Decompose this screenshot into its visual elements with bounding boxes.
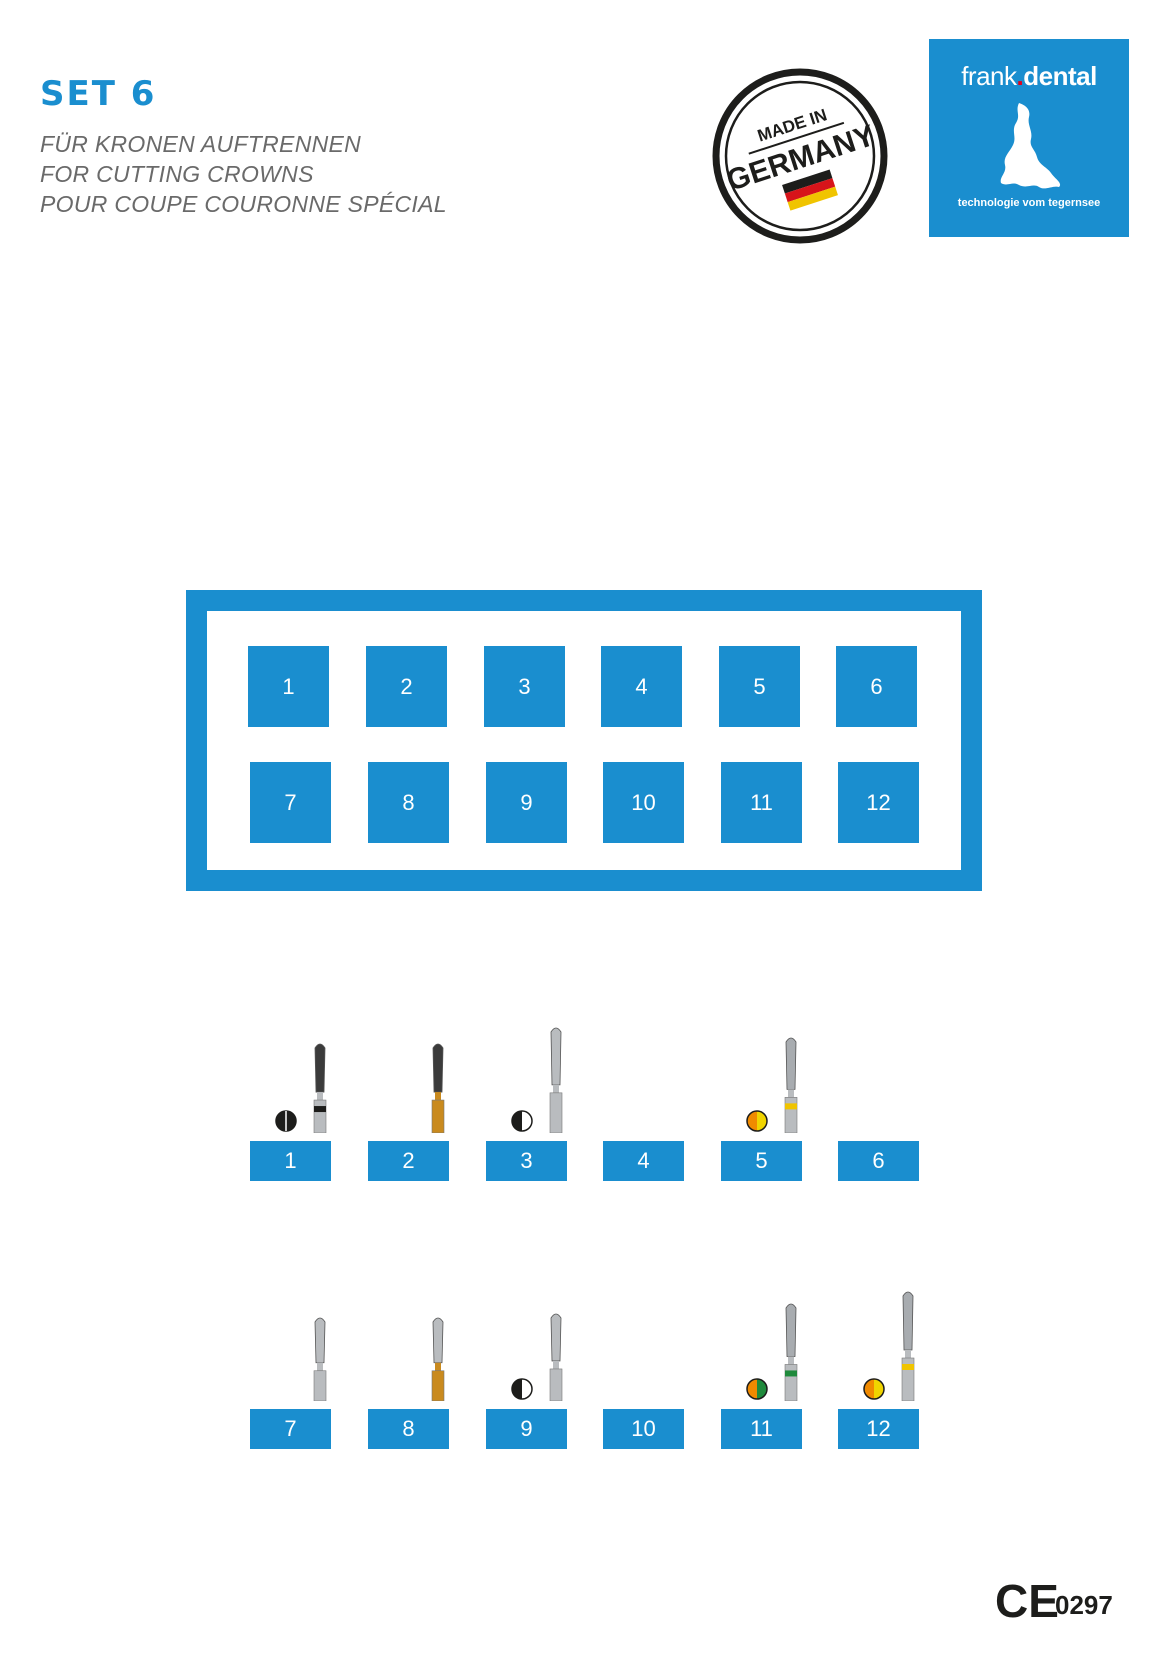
bur-neck — [788, 1089, 794, 1098]
bur-neck — [317, 1362, 323, 1371]
bur-instrument-8 — [431, 1317, 445, 1401]
bur-instrument-11 — [746, 1303, 798, 1401]
instrument-label-11: 11 — [721, 1409, 802, 1449]
bur-neck — [435, 1362, 441, 1371]
bur-shank — [784, 1364, 798, 1401]
speed-indicator-icon — [746, 1378, 768, 1400]
bur-head — [902, 1291, 914, 1351]
instrument-label-8: 8 — [368, 1409, 449, 1449]
instrument-label-1: 1 — [250, 1141, 331, 1181]
bur-instrument-7 — [313, 1317, 327, 1401]
speed-indicator-icon — [863, 1378, 885, 1400]
ce-mark: CE — [995, 1575, 1059, 1627]
bur-color-ring — [314, 1106, 326, 1113]
tray-slot-7: 7 — [250, 762, 331, 843]
tray-slot-11: 11 — [721, 762, 802, 843]
bur-instrument-12 — [863, 1291, 915, 1401]
subtitle-french: POUR COUPE COURONNE SPÉCIAL — [40, 191, 447, 217]
bur-neck — [553, 1360, 559, 1369]
subtitle-german: FÜR KRONEN AUFTRENNEN — [40, 131, 362, 157]
tray-slot-10: 10 — [603, 762, 684, 843]
bur-instrument-3 — [511, 1027, 563, 1133]
bur-shank — [431, 1099, 445, 1133]
instrument-label-9: 9 — [486, 1409, 567, 1449]
bur-color-ring — [785, 1370, 797, 1377]
bur-head — [314, 1043, 326, 1093]
instrument-tray — [186, 590, 982, 891]
ce-notified-body-number: 0297 — [1055, 1590, 1113, 1620]
bur-color-ring — [902, 1364, 914, 1370]
bur-instrument-2 — [431, 1043, 445, 1133]
subtitle-english: FOR CUTTING CROWNS — [40, 161, 314, 187]
bur-shank — [313, 1370, 327, 1401]
tray-slot-6: 6 — [836, 646, 917, 727]
bur-color-ring — [785, 1103, 797, 1110]
tegernsee-lake-icon — [1000, 103, 1061, 189]
tray-slot-9: 9 — [486, 762, 567, 843]
tray-slot-5: 5 — [719, 646, 800, 727]
bur-neck — [905, 1350, 911, 1358]
speed-indicator-icon — [511, 1110, 533, 1132]
bur-neck — [553, 1084, 559, 1093]
tray-slot-8: 8 — [368, 762, 449, 843]
bur-head — [550, 1313, 562, 1362]
instrument-label-2: 2 — [368, 1141, 449, 1181]
speed-indicator-icon — [746, 1110, 768, 1132]
frank-dental-logo: frank.dental technologie vom tegernsee — [929, 39, 1129, 237]
instrument-label-6: 6 — [838, 1141, 919, 1181]
bur-shank — [313, 1099, 327, 1133]
tray-slot-2: 2 — [366, 646, 447, 727]
tray-slot-12: 12 — [838, 762, 919, 843]
bur-shank — [784, 1097, 798, 1133]
bur-head — [785, 1303, 797, 1357]
tray-slot-4: 4 — [601, 646, 682, 727]
bur-head — [550, 1027, 562, 1086]
bur-head — [785, 1037, 797, 1090]
bur-shank — [431, 1370, 445, 1401]
bur-neck — [435, 1092, 441, 1101]
bur-head — [432, 1043, 444, 1093]
speed-indicator-icon — [511, 1378, 533, 1400]
instrument-label-4: 4 — [603, 1141, 684, 1181]
logo-brand: frank.dental — [961, 61, 1097, 91]
bur-neck — [788, 1356, 794, 1365]
made-in-germany-stamp: MADE IN GERMANY — [712, 68, 888, 244]
bur-shank — [549, 1092, 563, 1133]
tray-slot-1: 1 — [248, 646, 329, 727]
logo-tagline: technologie vom tegernsee — [957, 197, 1101, 209]
tray-slot-3: 3 — [484, 646, 565, 727]
instrument-label-7: 7 — [250, 1409, 331, 1449]
bur-instrument-5 — [746, 1037, 798, 1133]
bur-head — [314, 1317, 326, 1364]
bur-head — [432, 1317, 444, 1364]
bur-instrument-9 — [511, 1313, 563, 1401]
instrument-label-3: 3 — [486, 1141, 567, 1181]
bur-shank — [549, 1368, 563, 1401]
bur-instrument-1 — [275, 1043, 327, 1133]
bur-neck — [317, 1092, 323, 1101]
instrument-label-10: 10 — [603, 1409, 684, 1449]
set-title: SET 6 — [40, 74, 157, 114]
instrument-label-5: 5 — [721, 1141, 802, 1181]
instrument-label-12: 12 — [838, 1409, 919, 1449]
